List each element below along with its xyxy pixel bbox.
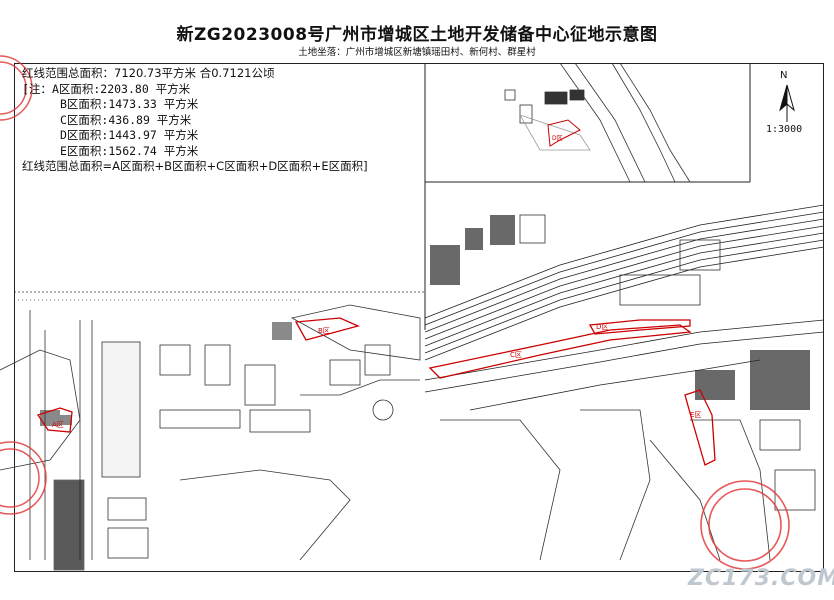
official-seal-left-top: [0, 55, 33, 121]
zone-b-boundary: [294, 317, 360, 341]
official-seal-right: [700, 480, 790, 570]
site-watermark: ZC173.COM: [688, 566, 834, 591]
legend-note-prefix: [注：: [22, 81, 52, 96]
left-area-linework: [0, 291, 425, 571]
zone-label-c: C区: [510, 351, 522, 359]
legend-area-a: A区面积:2203.80 平方米: [51, 81, 191, 96]
right-area-buildings: [430, 215, 810, 410]
official-seal-left-bottom: [0, 441, 47, 515]
legend-area-c: C区面积:436.89 平方米: [60, 112, 192, 127]
legend-formula: 红线范围总面积=A区面积+B区面积+C区面积+D区面积+E区面积]: [22, 159, 368, 173]
area-legend: 红线范围总面积：7120.73平方米 合0.7121公顷 [注：A区面积:220…: [22, 66, 368, 175]
zone-a-boundary: [36, 407, 73, 433]
map-title: 新ZG2023008号广州市增城区土地开发储备中心征地示意图: [176, 25, 658, 45]
railway-corridor: [424, 204, 825, 411]
overview-zone-label: D区: [552, 135, 563, 142]
map-subtitle: 土地坐落：广州市增城区新塘镇瑶田村、新何村、群星村: [298, 47, 536, 58]
site-boundaries: [36, 317, 716, 466]
zone-label-b: B区: [318, 327, 330, 335]
inset-frames: [424, 63, 751, 330]
zone-label-a: A区: [52, 421, 64, 429]
scale-label: 1:3000: [766, 124, 803, 135]
overview-inset: [504, 62, 691, 183]
left-area-fill: [40, 322, 292, 426]
legend-area-row: [注：A区面积:2203.80 平方米: [22, 82, 368, 98]
map-frame: [14, 63, 824, 572]
north-label: N: [780, 70, 788, 81]
zone-e-boundary: [684, 389, 716, 466]
north-arrow-icon: [779, 84, 795, 122]
legend-total: 红线范围总面积：7120.73平方米 合0.7121公顷: [22, 66, 275, 80]
legend-area-e: E区面积:1562.74 平方米: [60, 143, 199, 158]
legend-area-b: B区面积:1473.33 平方米: [60, 97, 199, 111]
overview-site-boundary: [547, 119, 581, 147]
zone-label-e: E区: [690, 411, 702, 419]
legend-area-d: D区面积:1443.97 平方米: [60, 128, 199, 142]
right-area-outlines: [440, 214, 816, 561]
zone-d-boundary: [588, 319, 691, 335]
zone-label-d: D区: [596, 323, 609, 331]
zone-c-boundary: [428, 324, 692, 379]
